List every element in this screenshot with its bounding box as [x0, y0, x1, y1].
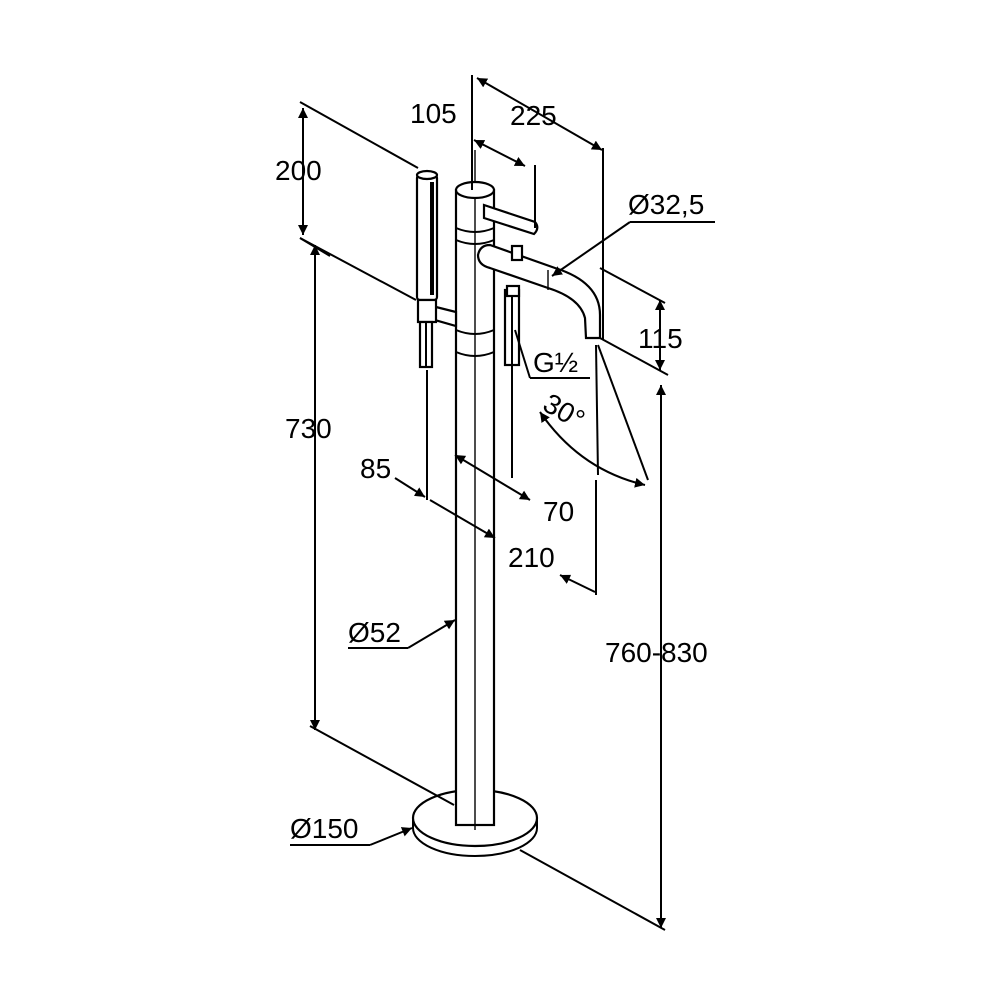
spout — [476, 243, 602, 340]
label-depth-85: 85 — [360, 453, 391, 484]
label-spout-offset-b: 225 — [510, 100, 557, 131]
faucet-body — [411, 150, 602, 857]
label-spout-offset-a: 105 — [410, 98, 457, 129]
label-spout-drop: 115 — [638, 323, 683, 354]
label-column-diameter: Ø52 — [348, 617, 401, 648]
dimension-labels: 200 730 105 225 Ø32,5 115 G½ 30° 85 70 2… — [275, 98, 708, 844]
label-depth-210: 210 — [508, 542, 555, 573]
label-hand-shower-height: 200 — [275, 155, 322, 186]
label-connection: G½ — [533, 347, 578, 378]
label-angle: 30° — [538, 387, 590, 435]
label-depth-70: 70 — [543, 496, 574, 527]
label-body-height: 730 — [285, 413, 332, 444]
label-base-diameter: Ø150 — [290, 813, 359, 844]
dimension-lines — [290, 75, 715, 931]
label-overall-height: 760-830 — [605, 637, 708, 668]
label-spout-diameter: Ø32,5 — [628, 189, 704, 220]
